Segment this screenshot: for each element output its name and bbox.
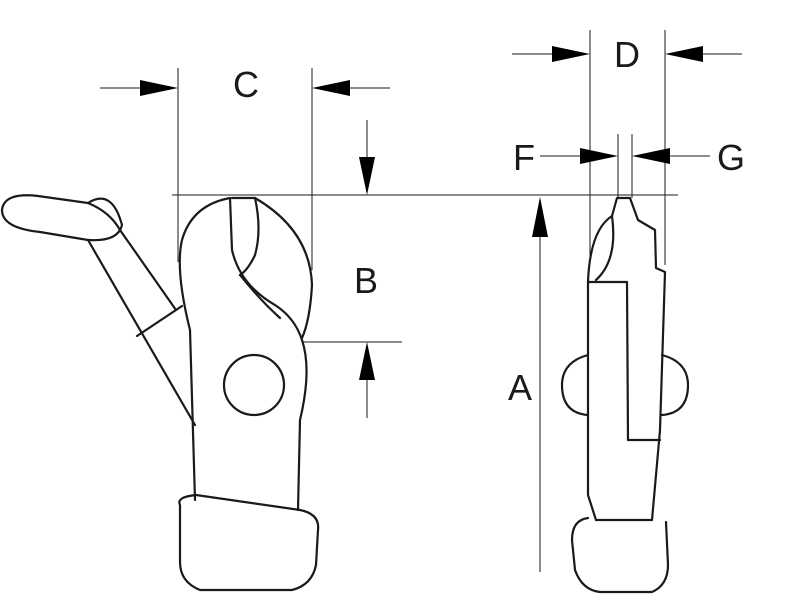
dimension-lines bbox=[100, 30, 742, 572]
dim-g-arrow bbox=[632, 148, 670, 164]
dim-f-arrow bbox=[580, 148, 618, 164]
label-b: B bbox=[354, 260, 378, 301]
rear-handle-tip-line bbox=[86, 197, 124, 242]
jaw-cross-curve bbox=[238, 273, 282, 320]
head-body bbox=[178, 196, 308, 512]
dim-c-arrow-right bbox=[312, 80, 350, 96]
jaw-inner-line bbox=[230, 196, 260, 277]
rivet-bulge-left bbox=[560, 353, 590, 417]
label-f: F bbox=[513, 137, 535, 178]
upper-jaw bbox=[253, 196, 314, 340]
pivot-rivet bbox=[222, 353, 286, 417]
dim-d-arrow-right bbox=[665, 46, 703, 62]
rear-handle bbox=[0, 194, 197, 427]
rear-handle-grip-line bbox=[135, 304, 184, 338]
label-g: G bbox=[717, 137, 745, 178]
dim-d-arrow-left bbox=[552, 46, 590, 62]
front-jaw-inner bbox=[594, 214, 615, 282]
label-c: C bbox=[233, 64, 259, 105]
lower-grip bbox=[178, 493, 320, 592]
label-d: D bbox=[614, 34, 640, 75]
dimension-labels: C B A D F G bbox=[233, 34, 745, 408]
label-a: A bbox=[508, 367, 532, 408]
dim-a-arrow-top bbox=[532, 197, 548, 237]
dim-b-arrow-bottom bbox=[359, 342, 375, 380]
front-lower-grip bbox=[570, 516, 670, 594]
dim-b-arrow-top bbox=[359, 157, 375, 195]
rivet-bulge-right bbox=[660, 353, 690, 417]
dim-c-arrow-left bbox=[140, 80, 178, 96]
front-view bbox=[560, 196, 690, 594]
side-view bbox=[0, 194, 320, 592]
front-body-inner bbox=[586, 280, 662, 442]
